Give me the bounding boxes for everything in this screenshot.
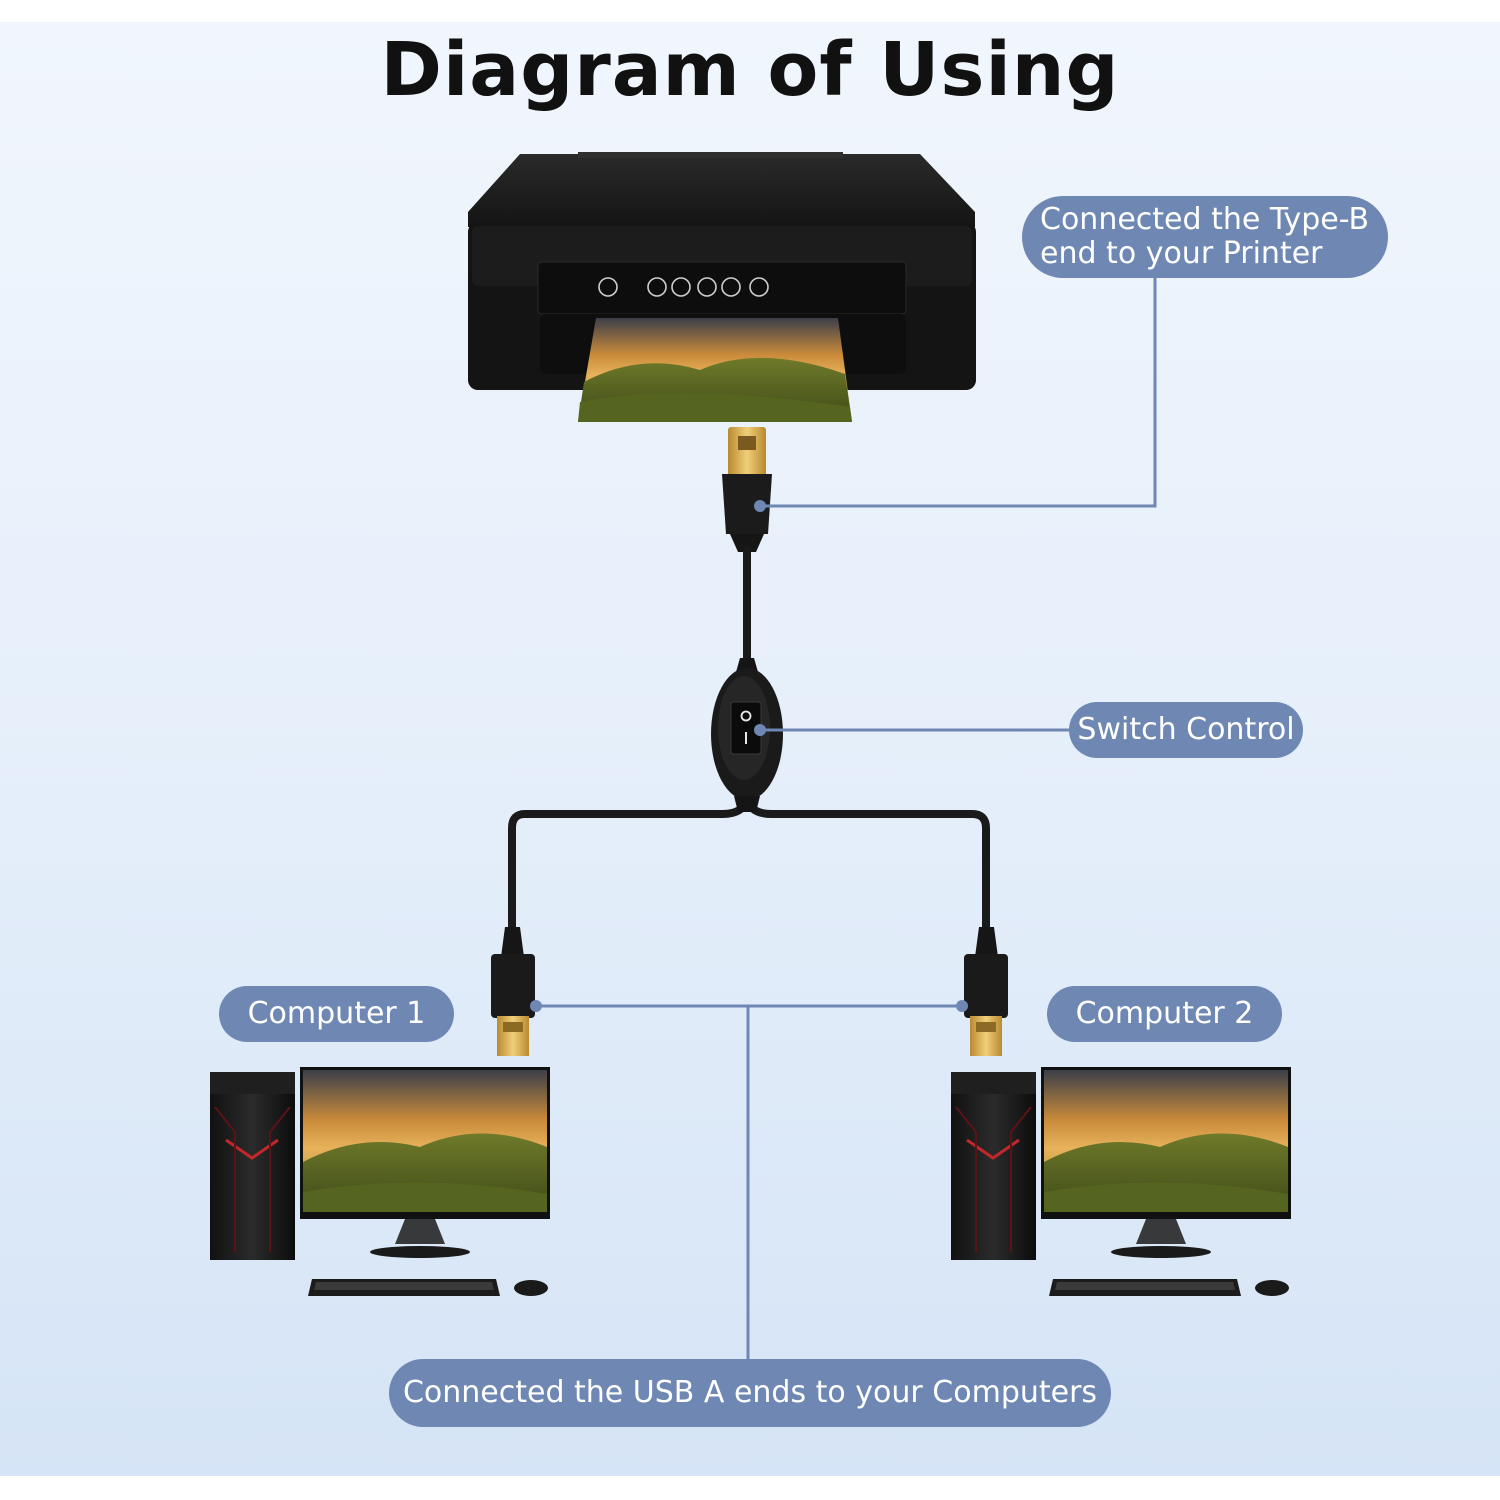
callout-printer-text: Connected the Type-B end to your Printer	[1040, 202, 1370, 271]
usb-a-connector-icon	[964, 927, 1008, 1056]
usb-b-connector-icon	[722, 427, 772, 552]
computer-tower-icon	[210, 1072, 295, 1260]
mouse-icon	[514, 1280, 548, 1296]
mouse-icon	[1255, 1280, 1289, 1296]
callout-switch-control: Switch Control	[1069, 702, 1303, 758]
callout-printer-connection: Connected the Type-B end to your Printer	[1022, 196, 1388, 278]
computer-tower-icon	[951, 1072, 1036, 1260]
label-computer-2-text: Computer 2	[1075, 996, 1254, 1031]
computer-2-setup	[951, 1067, 1291, 1296]
monitor-icon	[1041, 1067, 1291, 1258]
diagram-canvas: Diagram of Using	[0, 22, 1500, 1476]
leader-dots	[530, 500, 968, 1012]
monitor-icon	[300, 1067, 550, 1258]
computer-1-setup	[210, 1067, 550, 1296]
label-computer-2: Computer 2	[1047, 986, 1282, 1042]
callout-switch-text: Switch Control	[1077, 712, 1295, 747]
page-title: Diagram of Using	[380, 27, 1120, 113]
printed-photo	[578, 318, 852, 422]
label-computer-1-text: Computer 1	[247, 996, 426, 1031]
switch-icon	[711, 658, 783, 812]
callout-computers-text: Connected the USB A ends to your Compute…	[402, 1375, 1098, 1410]
keyboard-icon	[308, 1279, 500, 1296]
diagram-artwork	[210, 152, 1291, 1359]
label-computer-1: Computer 1	[219, 986, 454, 1042]
printer-icon	[468, 152, 976, 422]
keyboard-icon	[1049, 1279, 1241, 1296]
leader-lines	[536, 276, 1157, 1359]
usb-a-connector-icon	[491, 927, 535, 1056]
callout-computers-connection: Connected the USB A ends to your Compute…	[389, 1359, 1111, 1427]
